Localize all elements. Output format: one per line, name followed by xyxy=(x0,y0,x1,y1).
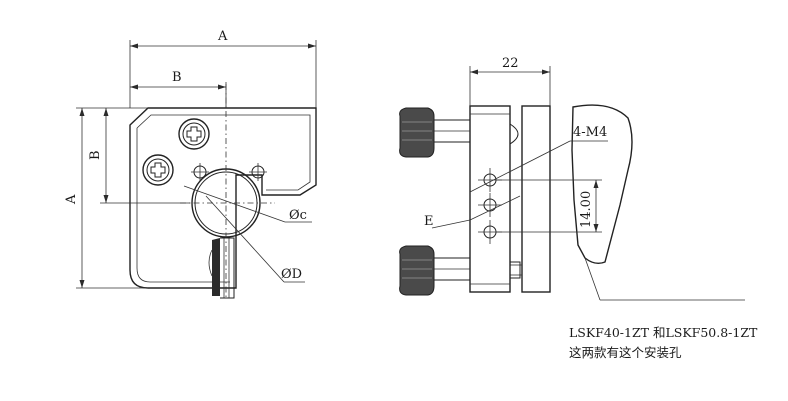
dia-label-c: Øc xyxy=(289,208,307,223)
mounting-hole-icon xyxy=(478,193,502,217)
dim-label-b-top: B xyxy=(172,70,182,85)
dim-label-b-side: B xyxy=(88,150,103,160)
thumb-screw-icon xyxy=(399,107,471,158)
mounting-hole-icon xyxy=(191,163,209,181)
thread-label-m4: 4-M4 xyxy=(573,125,607,140)
detail-callout-outline xyxy=(571,104,633,265)
mounting-hole-icon xyxy=(249,163,267,181)
note-line-2: 这两款有这个安装孔 xyxy=(569,345,682,360)
dia-label-d: ØD xyxy=(281,267,302,282)
hole-label-e: E xyxy=(424,214,434,229)
front-plate-outline xyxy=(129,107,317,289)
thumb-screw-icon xyxy=(399,245,471,296)
note-line-1: LSKF40-1ZT 和LSKF50.8-1ZT xyxy=(569,325,758,340)
dim-label-22: 22 xyxy=(502,56,519,71)
phillips-screw-icon xyxy=(178,118,210,150)
clamp-detail xyxy=(208,237,235,299)
front-dimensions xyxy=(76,40,317,289)
front-plate-inner xyxy=(136,114,311,191)
side-dimensions xyxy=(431,66,608,233)
phillips-screw-icon xyxy=(142,154,174,186)
side-view xyxy=(399,104,745,301)
front-view xyxy=(129,84,317,300)
dim-label-14: 14.00 xyxy=(579,191,594,228)
dim-label-a-top: A xyxy=(217,29,228,44)
dim-label-a-side: A xyxy=(64,194,79,205)
